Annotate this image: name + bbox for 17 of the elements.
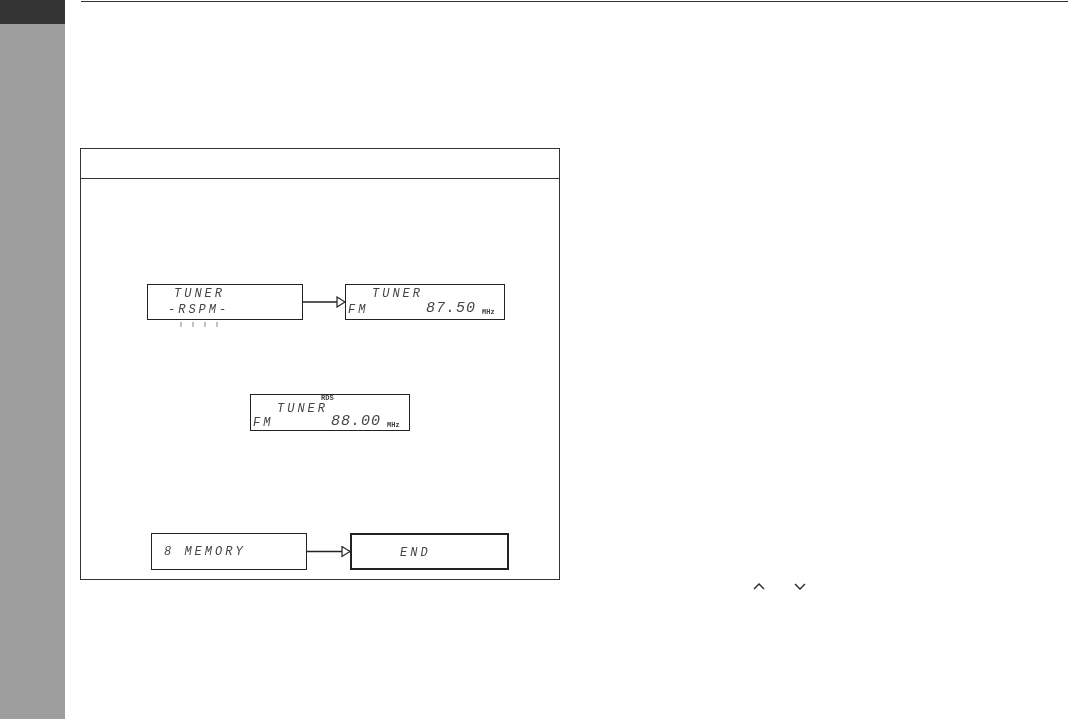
lcd-display — [350, 533, 509, 570]
lcd-display — [345, 284, 505, 320]
display-text: 8 MEMORY — [164, 546, 246, 558]
display-text: FM — [253, 417, 274, 429]
display-text: END — [400, 547, 431, 559]
lcd-display — [147, 284, 303, 320]
display-text: 88.00 — [331, 414, 381, 429]
arrow — [302, 296, 346, 308]
lcd-display — [250, 394, 410, 431]
display-text: -RSPM- — [168, 304, 230, 316]
lcd-display — [151, 533, 307, 570]
display-text: FM — [348, 304, 369, 316]
arrow — [306, 545, 351, 558]
display-text: TUNER — [277, 403, 328, 415]
display-text: 87.50 — [426, 301, 476, 316]
display-text: TUNER — [372, 288, 423, 300]
display-text: TUNER — [174, 288, 225, 300]
